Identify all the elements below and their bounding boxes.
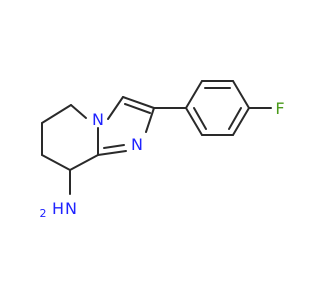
bond-ar6-ar1-inner	[193, 107, 207, 130]
bond-ar1-ar2	[185, 80, 203, 109]
atom-label-fluorine: F	[275, 99, 284, 118]
bond-ar6-ar1	[185, 107, 203, 136]
atom-label-amine-hydrogen: H	[52, 199, 64, 218]
bond-c3-c2-inner	[124, 103, 151, 114]
atom-label-bridgehead-nitrogen: N	[92, 110, 104, 129]
molecule-canvas: N N F H N 2	[39, 80, 285, 220]
atom-label-imidazole-nitrogen: N	[131, 135, 143, 154]
bond-n1-c8a-inner	[103, 144, 125, 149]
amine-hydrogen-subscript: 2	[40, 207, 47, 220]
bond-c7-c8	[41, 154, 71, 171]
bonds	[41, 80, 272, 195]
bond-c5-n4	[70, 104, 87, 119]
bond-c5-c6	[41, 104, 72, 124]
structure-drawing: N N F H N 2	[40, 80, 285, 220]
atom-label-amine-nitrogen: N	[65, 199, 77, 218]
bond-ar4-ar5-inner	[228, 107, 242, 130]
bond-c3-c2	[122, 96, 155, 109]
atom-labels: N N F H N 2	[40, 99, 285, 220]
bond-n4-c3	[107, 96, 124, 120]
bond-ar3-ar4	[232, 80, 250, 109]
bond-c2-n1	[145, 107, 155, 133]
bond-c8-c8a	[69, 154, 99, 171]
bond-n1-c8a	[97, 150, 127, 156]
bond-ar4-ar5	[232, 107, 250, 136]
